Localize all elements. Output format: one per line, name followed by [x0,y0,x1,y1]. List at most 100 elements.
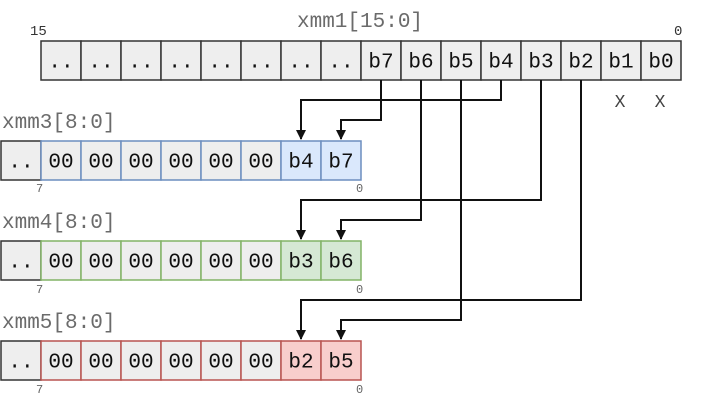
xmm5-cell-6 [240,340,282,381]
xmm3-cells: .. 00 00 00 00 00 00 b4 b7 [0,140,362,181]
xmm5-cell-7 [280,340,322,381]
xmm1-cell-2-label: .. [128,52,153,75]
xmm1-cell-4-label: .. [208,52,233,75]
xmm3-cell-4 [160,140,202,181]
xmm5-cell-3-label: 00 [128,352,153,375]
xmm4-cell-3 [120,240,162,281]
xmm4-cell-2 [80,240,122,281]
xmm3-register: xmm3[8:0] .. 00 00 00 00 00 00 b4 b7 7 0 [0,112,363,196]
xmm5-cell-0 [0,340,42,381]
xmm5-cell-5-label: 00 [208,352,233,375]
xmm4-low-index: 0 [356,283,363,297]
xmm1-low-index: 0 [674,24,682,40]
xmm5-cell-3 [120,340,162,381]
xmm1-cell-3-label: .. [168,52,193,75]
xmm1-label: xmm1[15:0] [297,11,423,34]
arrow-b5-to-xmm5 [336,80,462,340]
xmm3-cell-6-label: 00 [248,152,273,175]
xmm5-label: xmm5[8:0] [2,312,115,335]
xmm3-cell-4-label: 00 [168,152,193,175]
xmm4-cell-8 [320,240,362,281]
xmm1-cell-5 [240,40,282,81]
xmm4-cell-0-label: .. [8,252,33,275]
arrow-b7-to-xmm3 [336,80,382,140]
xmm4-cell-2-label: 00 [88,252,113,275]
xmm1-cell-5-label: .. [248,52,273,75]
xmm5-cell-8 [320,340,362,381]
xmm4-cell-6-label: 00 [248,252,273,275]
xmm1-high-index: 15 [30,24,47,40]
xmm3-low-index: 0 [356,182,363,196]
xmm3-cell-3 [120,140,162,181]
xmm1-cell-15 [640,40,682,81]
xmm3-cell-6 [240,140,282,181]
xmm1-cell-7-label: .. [328,52,353,75]
xmm3-cell-0-label: .. [8,152,33,175]
xmm3-cell-8-label: b7 [328,152,353,175]
arrow-b2-to-xmm5 [296,80,582,340]
xmm3-cell-5 [200,140,242,181]
xmm1-cell-11-label: b4 [488,52,513,75]
xmm4-cell-4-label: 00 [168,252,193,275]
xmm1-b0-discard-mark: X [655,93,666,113]
xmm1-cell-10-label: b5 [448,52,473,75]
xmm1-cell-9-label: b6 [408,52,433,75]
xmm1-cell-14-label: b1 [608,52,633,75]
xmm5-cell-4-label: 00 [168,352,193,375]
xmm5-low-index: 0 [356,383,363,397]
xmm3-cell-8 [320,140,362,181]
xmm1-cell-12-label: b3 [528,52,553,75]
xmm4-cell-5 [200,240,242,281]
xmm1-cell-1 [80,40,122,81]
xmm1-cell-4 [200,40,242,81]
xmm4-cell-3-label: 00 [128,252,153,275]
xmm5-cell-1 [40,340,82,381]
routing-arrows [296,80,582,340]
xmm1-cell-11 [480,40,522,81]
xmm5-cell-5 [200,340,242,381]
xmm1-cell-13 [560,40,602,81]
xmm3-cell-2 [80,140,122,181]
xmm1-cell-0-label: .. [48,52,73,75]
xmm1-cell-13-label: b2 [568,52,593,75]
xmm1-cell-15-label: b0 [648,52,673,75]
xmm5-cell-1-label: 00 [48,352,73,375]
xmm3-cell-5-label: 00 [208,152,233,175]
xmm3-high-index: 7 [36,182,43,196]
xmm4-cell-1-label: 00 [48,252,73,275]
xmm5-cell-8-label: b5 [328,352,353,375]
xmm3-cell-3-label: 00 [128,152,153,175]
xmm3-cell-0 [0,140,42,181]
xmm4-cells: .. 00 00 00 00 00 00 b3 b6 [0,240,362,281]
xmm4-cell-5-label: 00 [208,252,233,275]
xmm4-high-index: 7 [36,283,43,297]
xmm1-cell-0 [40,40,82,81]
xmm5-cell-7-label: b2 [288,352,313,375]
xmm1-cell-9 [400,40,442,81]
xmm3-cell-1-label: 00 [48,152,73,175]
xmm1-cell-6 [280,40,322,81]
xmm5-cell-2 [80,340,122,381]
xmm4-cell-8-label: b6 [328,252,353,275]
xmm1-register: xmm1[15:0] 15 0 ................ b7 b6 b5 b4… [30,11,682,113]
xmm4-cell-1 [40,240,82,281]
xmm5-high-index: 7 [36,383,43,397]
xmm3-cell-2-label: 00 [88,152,113,175]
xmm1-cell-1-label: .. [88,52,113,75]
xmm1-cells: ................ b7 b6 b5 b4 b3 b2 b1 b0 [40,40,682,81]
xmm1-b1-discard-mark: X [615,93,626,113]
xmm1-cell-7 [320,40,362,81]
xmm4-cell-7-label: b3 [288,252,313,275]
xmm1-cell-2 [120,40,162,81]
xmm3-label: xmm3[8:0] [2,112,115,135]
xmm1-cell-6-label: .. [288,52,313,75]
arrow-b6-to-xmm4 [336,80,422,240]
xmm5-cell-2-label: 00 [88,352,113,375]
xmm1-cell-8-label: b7 [368,52,393,75]
xmm5-cell-0-label: .. [8,352,33,375]
xmm3-cell-7-label: b4 [288,152,313,175]
